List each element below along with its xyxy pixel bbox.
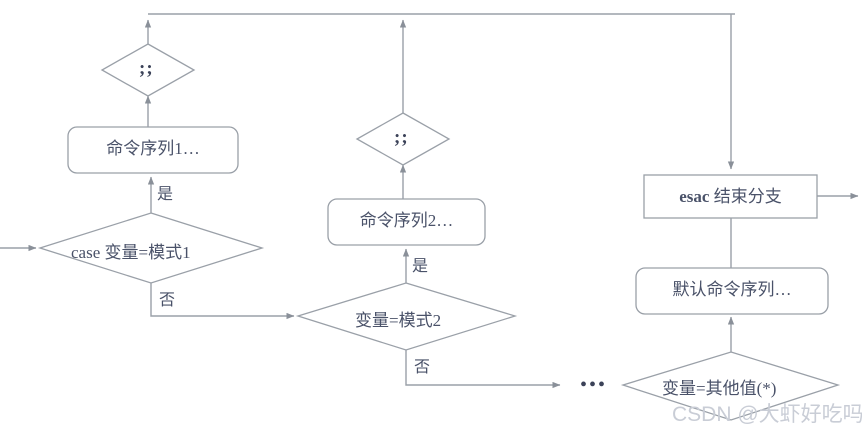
default-cmd-seq-box[interactable] xyxy=(635,267,829,315)
case-decision-diamond[interactable] xyxy=(37,212,265,284)
cmd-seq-2-box[interactable] xyxy=(327,198,486,246)
edge-mode2-no-to-other xyxy=(405,350,561,389)
esac-end-box[interactable] xyxy=(643,174,818,219)
cmd-seq-1-box[interactable] xyxy=(67,126,239,174)
terminator-1-diamond[interactable] xyxy=(100,43,196,97)
edge-case-no-to-mode2 xyxy=(150,283,295,320)
terminator-2-diamond[interactable] xyxy=(355,112,451,166)
mode2-decision-diamond[interactable] xyxy=(295,282,518,351)
other-decision-diamond[interactable] xyxy=(620,351,841,421)
